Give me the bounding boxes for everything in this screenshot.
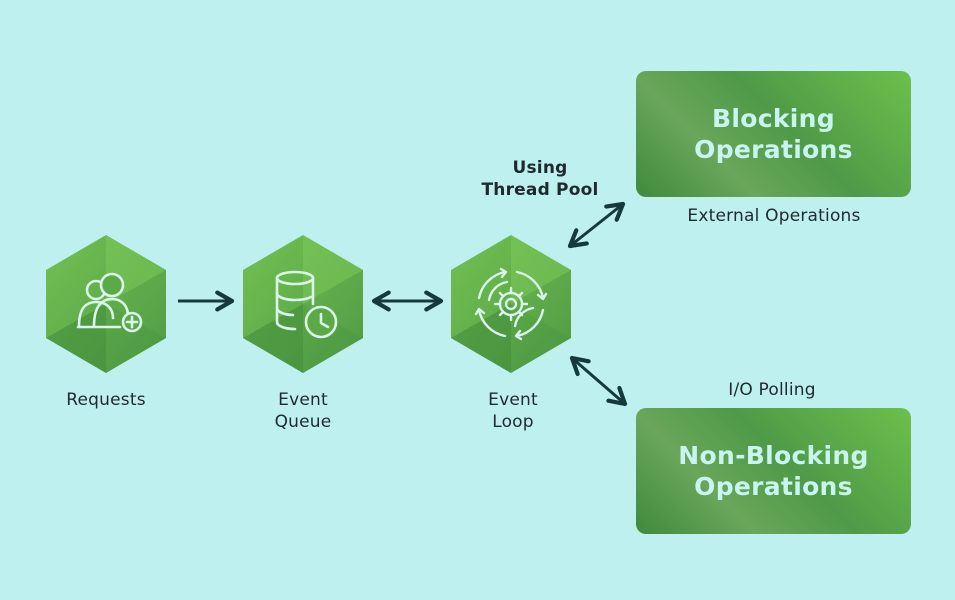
event-loop-label-line-2: Loop bbox=[492, 412, 534, 432]
external-operations-caption: External Operations bbox=[687, 206, 861, 226]
event-queue-label-line-2: Queue bbox=[274, 412, 332, 432]
blocking-operations-title-line-2: Operations bbox=[694, 135, 853, 164]
thread-pool-label: Using Thread Pool bbox=[470, 157, 610, 201]
thread-pool-label-line-2: Thread Pool bbox=[481, 180, 599, 200]
requests-label-line-1: Requests bbox=[66, 390, 146, 410]
arrow-loop-blocking bbox=[567, 201, 626, 249]
event-loop-label-line-1: Event bbox=[488, 390, 538, 410]
requests-node bbox=[46, 235, 166, 373]
event-queue-label-line-1: Event bbox=[278, 390, 328, 410]
event-loop-node bbox=[451, 235, 571, 373]
users-add-icon bbox=[76, 272, 143, 333]
non-blocking-operations-box: Non-Blocking Operations bbox=[636, 408, 911, 534]
requests-label: Requests bbox=[46, 389, 166, 411]
gear-cycle-icon bbox=[474, 267, 548, 341]
non-blocking-operations-title-line-2: Operations bbox=[694, 472, 853, 501]
io-polling-caption: I/O Polling bbox=[728, 380, 816, 400]
event-loop-label: Event Loop bbox=[453, 389, 573, 433]
database-clock-icon bbox=[275, 270, 338, 339]
event-queue-node bbox=[243, 235, 363, 373]
arrow-loop-nonblocking bbox=[569, 355, 628, 407]
thread-pool-label-line-1: Using bbox=[512, 158, 568, 178]
blocking-operations-box: Blocking Operations bbox=[636, 71, 911, 197]
non-blocking-operations-title-line-1: Non-Blocking bbox=[678, 441, 869, 470]
blocking-operations-title-line-1: Blocking bbox=[712, 104, 835, 133]
event-queue-label: Event Queue bbox=[243, 389, 363, 433]
